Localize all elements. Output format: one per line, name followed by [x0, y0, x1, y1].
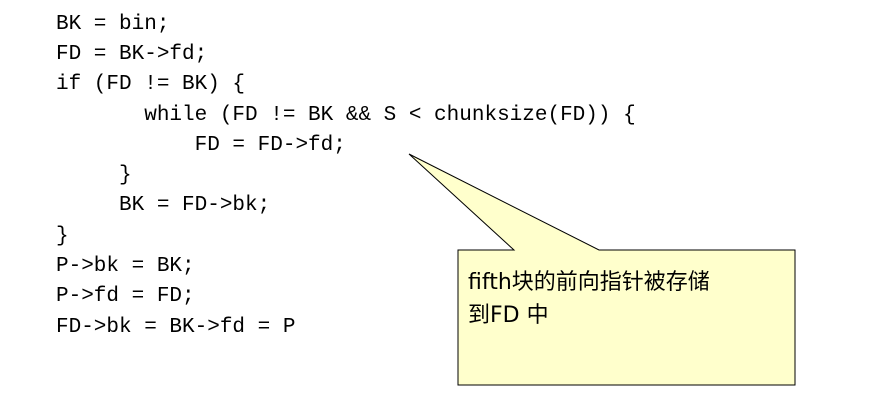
code-line: }	[56, 225, 69, 248]
code-line: BK = FD->bk;	[56, 194, 271, 217]
code-line: FD = FD->fd;	[56, 134, 346, 157]
code-line: if (FD != BK) {	[56, 73, 246, 96]
code-line: P->fd = FD;	[56, 285, 195, 308]
code-line: P->bk = BK;	[56, 255, 195, 278]
code-line: }	[56, 164, 132, 187]
callout-balloon	[408, 153, 796, 386]
code-line: BK = bin;	[56, 13, 170, 36]
code-line: FD = BK->fd;	[56, 43, 208, 66]
callout-text: fifth块的前向指针被存储 到FD 中	[468, 266, 788, 332]
code-line: FD->bk = BK->fd = P	[56, 316, 296, 339]
code-line: while (FD != BK && S < chunksize(FD)) {	[56, 104, 636, 127]
callout-line-2: 到FD 中	[468, 303, 549, 328]
callout-line-1: fifth块的前向指针被存储	[468, 270, 710, 295]
